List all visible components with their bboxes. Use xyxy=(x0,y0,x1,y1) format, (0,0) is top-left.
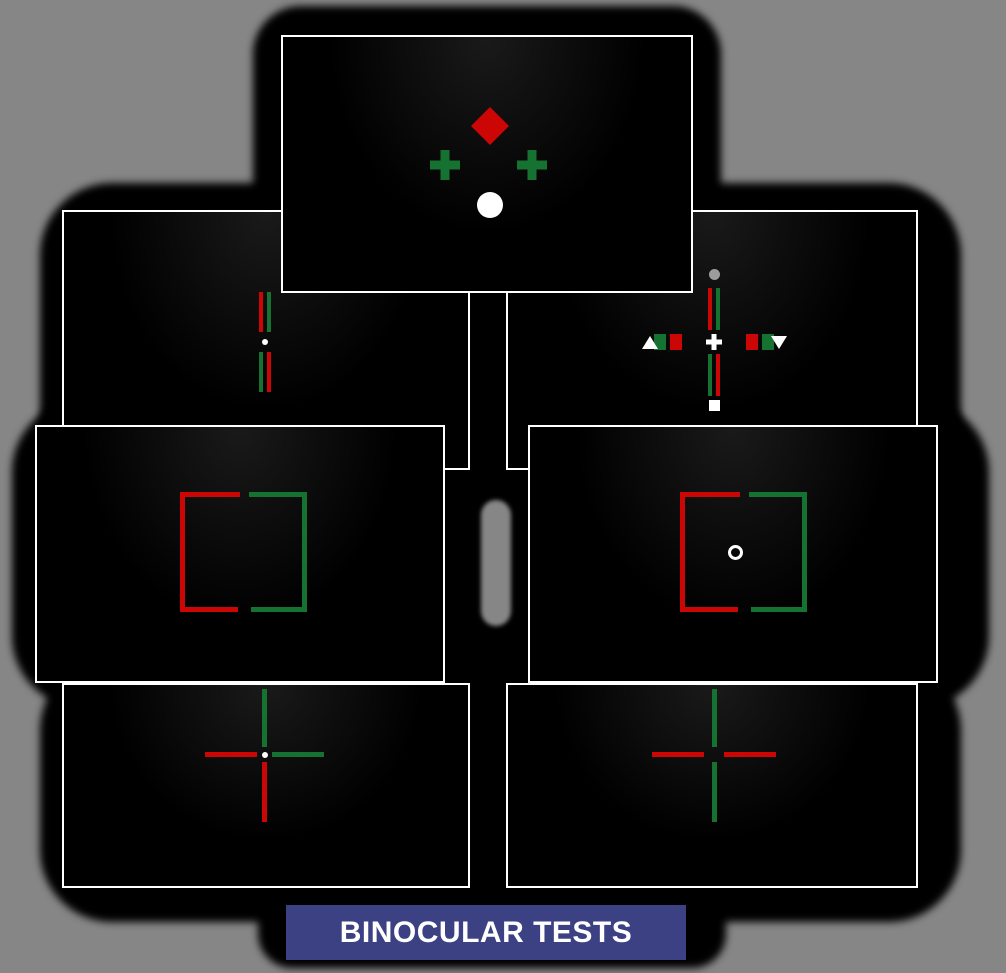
red-diamond xyxy=(471,107,509,145)
square-bottom-left-red xyxy=(680,607,738,612)
bottom-square xyxy=(709,400,720,411)
square-top-right-green xyxy=(749,492,807,497)
center-dot xyxy=(262,752,268,758)
lower-line-green xyxy=(259,352,263,392)
square-top-right-green xyxy=(249,492,307,497)
center-cross-bar-v xyxy=(711,334,717,350)
lower-line-red xyxy=(267,352,271,392)
center-ring xyxy=(728,545,743,560)
backdrop-center-gap xyxy=(481,500,511,626)
top-line-red xyxy=(708,288,712,330)
square-left-edge-red xyxy=(680,492,685,612)
cross-left-red xyxy=(205,752,257,757)
cross-top-green xyxy=(712,689,717,747)
panel-worth-four-dot-test[interactable] xyxy=(281,35,693,293)
left-bar-red xyxy=(670,334,682,350)
square-bottom-right-green xyxy=(751,607,807,612)
bottom-line-green xyxy=(708,354,712,396)
bottom-line-red xyxy=(716,354,720,396)
square-left-edge-red xyxy=(180,492,185,612)
binocular-tests-banner[interactable]: BINOCULAR TESTS xyxy=(286,905,686,960)
banner-label: BINOCULAR TESTS xyxy=(339,915,633,949)
right-triangle xyxy=(771,336,787,349)
panel-aniseikonia-square-test-left[interactable] xyxy=(35,425,445,683)
square-top-left-red xyxy=(180,492,240,497)
green-cross-right xyxy=(517,150,547,180)
white-dot xyxy=(477,192,503,218)
green-cross-right-bar-v xyxy=(527,150,537,180)
cross-left-red xyxy=(652,752,704,757)
square-bottom-left-red xyxy=(180,607,238,612)
panel-aniseikonia-square-test-right[interactable] xyxy=(528,425,938,683)
square-right-edge-green xyxy=(302,492,307,612)
left-triangle xyxy=(642,336,658,349)
green-cross-left xyxy=(430,150,460,180)
cross-bottom-green xyxy=(712,762,717,822)
square-right-edge-green xyxy=(802,492,807,612)
cross-top-green xyxy=(262,689,267,747)
cross-right-green xyxy=(272,752,324,757)
upper-line-red xyxy=(259,292,263,332)
center-dot xyxy=(262,339,268,345)
square-bottom-right-green xyxy=(251,607,307,612)
green-cross-left-bar-v xyxy=(440,150,450,180)
panel-red-green-cross-test-right[interactable] xyxy=(506,683,918,888)
panel-red-green-cross-test-left[interactable] xyxy=(62,683,470,888)
cross-bottom-red xyxy=(262,762,267,822)
center-cross xyxy=(706,334,722,350)
upper-line-green xyxy=(267,292,271,332)
top-gray-dot xyxy=(709,269,720,280)
cross-right-red xyxy=(724,752,776,757)
right-bar-red xyxy=(746,334,758,350)
square-top-left-red xyxy=(680,492,740,497)
top-line-green xyxy=(716,288,720,330)
